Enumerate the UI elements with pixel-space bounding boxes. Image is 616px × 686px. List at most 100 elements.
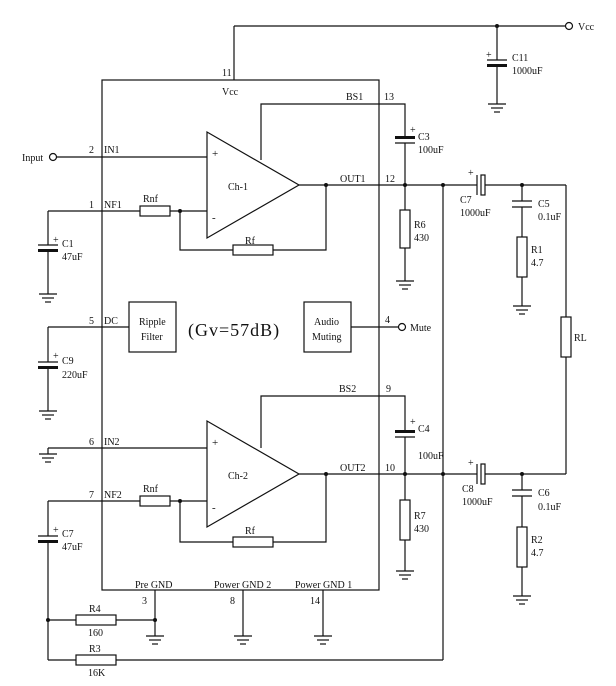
- c3-value: 100uF: [418, 145, 444, 156]
- ripple-label-1: Ripple: [139, 317, 166, 328]
- out1-line: OUT1 12: [299, 174, 470, 187]
- opamp-ch2: [206, 419, 301, 529]
- opamp-ch1: [206, 130, 301, 240]
- vcc-terminal: [564, 21, 574, 31]
- r2-value: 4.7: [531, 548, 544, 559]
- pin-10: 10: [385, 463, 395, 474]
- capacitor-c1: + C1 47uF: [38, 211, 83, 303]
- c9-value: 220uF: [62, 370, 88, 381]
- dc-label: DC: [104, 316, 118, 327]
- c5-value: 0.1uF: [538, 212, 562, 223]
- pin-14: 14: [310, 596, 320, 607]
- rl-label: RL: [574, 333, 587, 344]
- capacitor-c4: + C4 100uF: [395, 417, 444, 474]
- c3-name: C3: [418, 132, 430, 143]
- ch2-minus: -: [212, 502, 216, 514]
- c7-in-plus: +: [53, 525, 59, 536]
- c7-in-value: 47uF: [62, 542, 83, 553]
- c11-name: C11: [512, 53, 528, 64]
- bs2-label: BS2: [339, 384, 356, 395]
- gain-label: (Gv=57dB): [188, 320, 280, 341]
- r1-name: R1: [531, 245, 543, 256]
- pin-12: 12: [385, 174, 395, 185]
- c9-name: C9: [62, 356, 74, 367]
- resistor-rnf1: [139, 205, 171, 217]
- input-terminal: [48, 152, 58, 162]
- dc-c9: 5 DC + C9 220uF: [38, 316, 129, 420]
- out2-line: OUT2 10: [299, 463, 470, 476]
- r4-value: 160: [88, 628, 103, 639]
- audio-label-1: Audio: [314, 317, 339, 328]
- resistor-rnf2: [139, 495, 171, 507]
- capacitor-c7-out: + C7 1000uF: [460, 168, 566, 219]
- r4-name: R4: [89, 604, 101, 615]
- pre-gnd: Pre GND 3: [135, 580, 173, 645]
- mute-terminal: [397, 322, 407, 332]
- c11-value: 1000uF: [512, 66, 543, 77]
- out2-label: OUT2: [340, 463, 366, 474]
- pin-7: 7: [89, 490, 94, 501]
- resistor-r4: R4 160: [48, 604, 157, 639]
- ch1-plus: +: [212, 148, 218, 160]
- resistor-r6: R6 430: [395, 185, 429, 290]
- capacitor-c3: + C3 100uF: [395, 125, 444, 185]
- rf1-label: Rf: [245, 236, 256, 247]
- pin-1: 1: [89, 200, 94, 211]
- rnf1-label: Rnf: [143, 194, 159, 205]
- pin-3: 3: [142, 596, 147, 607]
- c1-name: C1: [62, 239, 74, 250]
- mute-label: Mute: [410, 323, 432, 334]
- audio-muting-block: Audio Muting: [303, 301, 352, 353]
- c7-in-name: C7: [62, 529, 74, 540]
- r2-name: R2: [531, 535, 543, 546]
- r3-name: R3: [89, 644, 101, 655]
- c9-plus: +: [53, 351, 59, 362]
- rnf2-label: Rnf: [143, 484, 159, 495]
- plus-mark: +: [486, 50, 492, 61]
- pin-9: 9: [386, 384, 391, 395]
- pre-gnd-label: Pre GND: [135, 580, 173, 591]
- c1-plus: +: [53, 235, 59, 246]
- nf1-label: NF1: [104, 200, 122, 211]
- pin-13: 13: [384, 92, 394, 103]
- nf2-label: NF2: [104, 490, 122, 501]
- nf2-network: 7 NF2 Rnf Rf: [48, 474, 327, 548]
- c8-value: 1000uF: [462, 497, 493, 508]
- pin-4: 4: [385, 315, 390, 326]
- ripple-filter-block: Ripple Filter: [128, 301, 177, 353]
- c7-out-value: 1000uF: [460, 208, 491, 219]
- c1-value: 47uF: [62, 252, 83, 263]
- capacitor-c8: + C8 1000uF: [462, 458, 566, 508]
- power-gnd-1: Power GND 1 14: [295, 580, 352, 645]
- vcc-rail-label: Vcc: [578, 22, 595, 33]
- power-gnd1-label: Power GND 1: [295, 580, 352, 591]
- rf2-label: Rf: [245, 526, 256, 537]
- vcc-rail: Vcc 11 Vcc: [222, 21, 595, 98]
- in2-label: IN2: [104, 437, 120, 448]
- c7-out-name: C7: [460, 195, 472, 206]
- r6-value: 430: [414, 233, 429, 244]
- load-rl: RL: [560, 185, 587, 474]
- capacitor-c7-in: + C7 47uF: [38, 501, 83, 660]
- power-gnd2-label: Power GND 2: [214, 580, 271, 591]
- power-gnd-2: Power GND 2 8: [214, 580, 271, 645]
- zobel-c6-r2: C6 0.1uF R2 4.7: [512, 474, 562, 605]
- in1-label: IN1: [104, 145, 120, 156]
- r1-value: 4.7: [531, 258, 544, 269]
- input-label: Input: [22, 153, 43, 164]
- pin-8: 8: [230, 596, 235, 607]
- out1-label: OUT1: [340, 174, 366, 185]
- ch2-label: Ch-2: [228, 471, 248, 482]
- bs2-line: BS2 9: [260, 384, 406, 448]
- bs1-label: BS1: [346, 92, 363, 103]
- resistor-r7: R7 430: [395, 474, 429, 580]
- ch2-plus: +: [212, 437, 218, 449]
- c6-value: 0.1uF: [538, 502, 562, 513]
- bs1-line: BS1 13: [260, 92, 406, 160]
- r7-name: R7: [414, 511, 426, 522]
- r7-value: 430: [414, 524, 429, 535]
- pin-6: 6: [89, 437, 94, 448]
- vcc-pin-label: Vcc: [222, 87, 239, 98]
- ripple-label-2: Filter: [141, 332, 163, 343]
